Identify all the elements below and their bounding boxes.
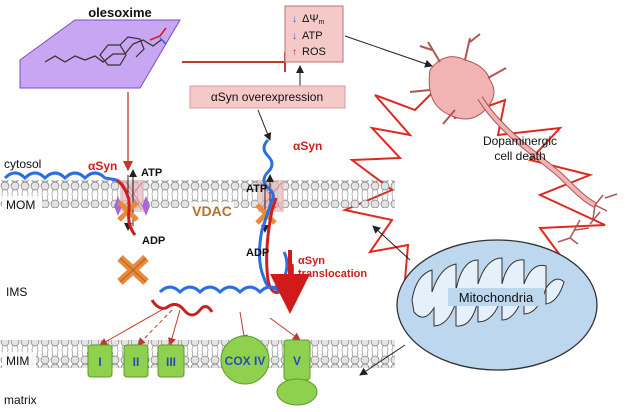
complex-arrows	[99, 307, 301, 346]
complex-ii: II	[123, 344, 149, 378]
adp-right-label: ADP	[246, 247, 269, 259]
matrix-label: matrix	[4, 393, 37, 407]
effects-box: ↓ ΔΨm ↓ ATP ↑ ROS	[284, 5, 344, 63]
svg-text:II: II	[133, 355, 140, 369]
overexpression-label: αSyn overexpression	[211, 90, 323, 104]
ims-label: IMS	[6, 285, 27, 299]
asyn-strand-ims	[158, 285, 282, 295]
adp-left-label: ADP	[142, 235, 165, 247]
mitochondria-label: Mitochondria	[459, 290, 534, 305]
inhibition-line	[182, 52, 286, 72]
olesoxime-molecule	[19, 19, 181, 89]
atp-effect-label: ATP	[302, 30, 323, 42]
asyn-strand-ims-red	[150, 299, 214, 317]
drug-name: olesoxime	[88, 5, 152, 20]
mito-to-inner-membrane-arrow	[359, 344, 406, 376]
delta-psi-label: ΔΨm	[302, 13, 325, 26]
complex-iii: III	[157, 344, 185, 378]
complex-v: V	[276, 339, 318, 406]
overexpression-to-asyn-arrow	[257, 109, 272, 141]
mom-label: MOM	[6, 198, 35, 212]
effects-to-neuron-arrow	[344, 35, 433, 68]
vdac-label: VDAC	[192, 203, 232, 219]
svg-text:V: V	[293, 354, 301, 368]
translocation-label-line1: αSyn	[298, 255, 325, 267]
mito-to-membrane-arrow	[372, 225, 411, 261]
neuron-label-line1: Dopaminergic	[483, 134, 557, 148]
asyn-right-label: αSyn	[293, 139, 322, 153]
complex-i: I	[87, 344, 113, 378]
arrow-down-icon: ↓	[292, 31, 297, 42]
mim-label: MIM	[6, 354, 29, 368]
complex-iv: COX IV	[220, 335, 270, 385]
ros-effect-label: ROS	[302, 46, 326, 58]
atp-left-label: ATP	[141, 167, 162, 179]
asyn-strand-left-red	[116, 178, 137, 236]
overexpression-box: αSyn overexpression	[189, 85, 346, 109]
arrow-up-icon: ↑	[292, 47, 297, 58]
asyn-left-label: αSyn	[88, 159, 117, 173]
arrow-down-icon: ↓	[292, 14, 297, 25]
inner-membrane	[0, 340, 395, 368]
svg-text:I: I	[98, 355, 101, 369]
svg-text:COX IV: COX IV	[225, 354, 266, 368]
asyn-strand-left	[3, 171, 118, 182]
svg-text:III: III	[166, 355, 176, 369]
neuron-label-line2: cell death	[494, 149, 545, 163]
cytosol-label: cytosol	[4, 157, 41, 171]
translocation-block-icon	[117, 255, 149, 285]
atp-right-label: ATP	[246, 183, 267, 195]
translocation-label-line2: translocation	[298, 268, 367, 280]
